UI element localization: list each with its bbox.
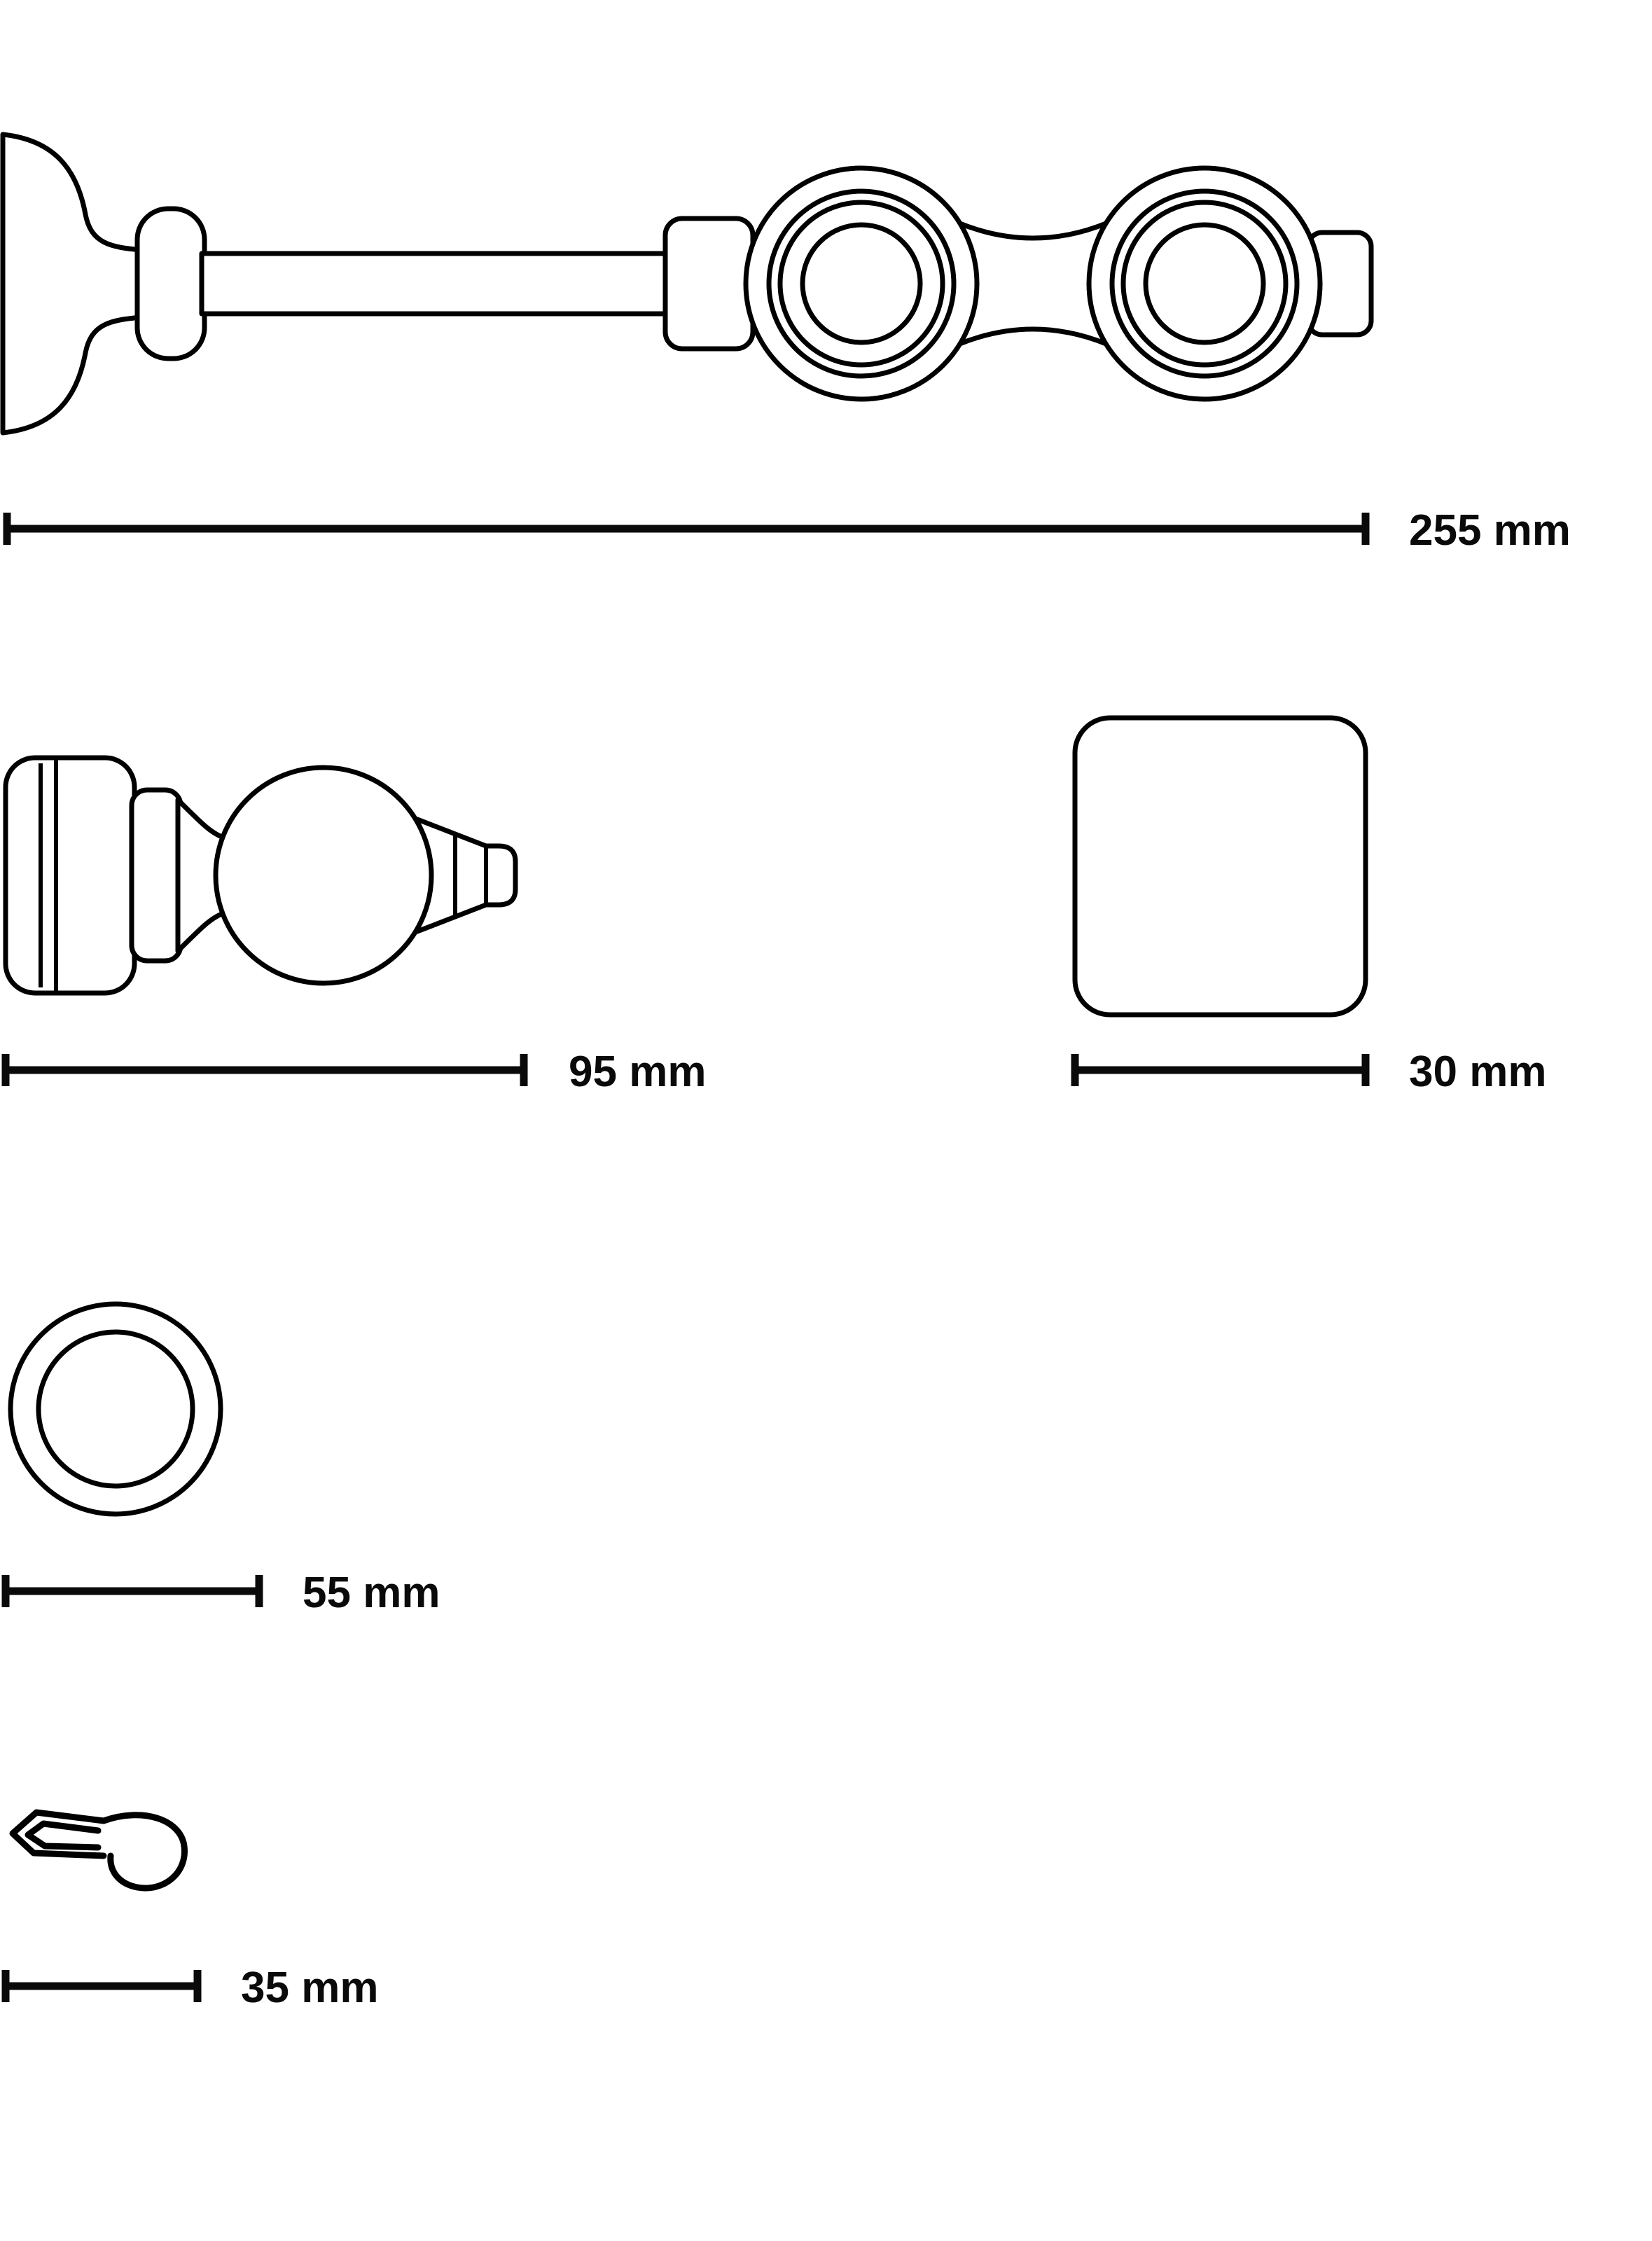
finial-drawing bbox=[3, 755, 518, 996]
hook-drawing bbox=[9, 1809, 188, 1892]
hook-curl bbox=[100, 1812, 188, 1892]
square-plate bbox=[1072, 715, 1368, 1018]
neck-collar bbox=[134, 206, 207, 361]
dimension-plate: 30 mm bbox=[1071, 1048, 1546, 1096]
finial-ball bbox=[213, 765, 434, 986]
dimension-label-pole: 255 mm bbox=[1409, 506, 1571, 555]
dimension-finial: 95 mm bbox=[1, 1048, 706, 1096]
left-ring-inner-circle bbox=[800, 222, 923, 345]
hook-clip-inner bbox=[25, 1820, 102, 1851]
dimension-ring: 55 mm bbox=[1, 1569, 440, 1617]
hook-clip-outer bbox=[9, 1809, 107, 1859]
housing-collar bbox=[662, 216, 756, 352]
pole-shaft bbox=[199, 251, 704, 317]
dimension-label-hook: 35 mm bbox=[241, 1964, 378, 2012]
right-ring-inner-circle bbox=[1143, 222, 1266, 345]
rings-bridge bbox=[955, 220, 1111, 347]
ring-inner-circle bbox=[36, 1329, 195, 1489]
dimension-hook: 35 mm bbox=[1, 1964, 378, 2012]
finial-collar bbox=[129, 787, 183, 964]
finial-cap bbox=[3, 755, 137, 996]
finial-tip bbox=[415, 817, 518, 934]
dimension-pole: 255 mm bbox=[3, 506, 1571, 555]
plate-drawing bbox=[1072, 715, 1368, 1018]
dimension-label-ring: 55 mm bbox=[303, 1569, 440, 1617]
dimension-label-plate: 30 mm bbox=[1409, 1048, 1546, 1096]
pole-assembly-drawing bbox=[0, 132, 1374, 436]
dimension-label-finial: 95 mm bbox=[569, 1048, 706, 1096]
ring-drawing bbox=[8, 1301, 223, 1517]
wall-cup-outline bbox=[0, 132, 144, 436]
